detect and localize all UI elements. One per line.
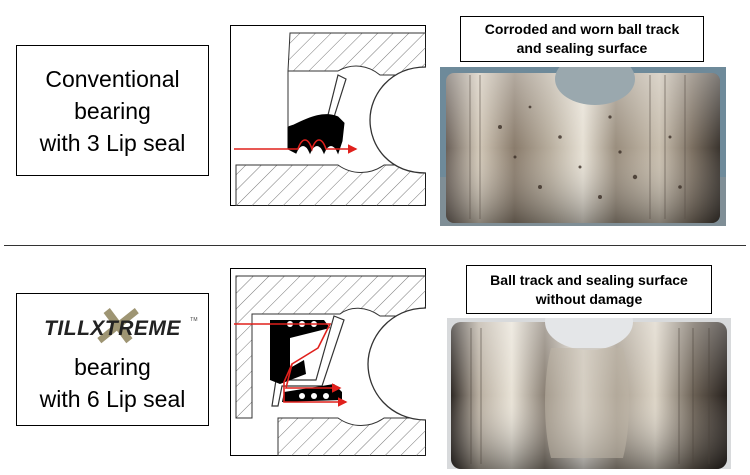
section-divider xyxy=(4,245,746,246)
damaged-caption: Corroded and worn ball track and sealing… xyxy=(460,16,704,62)
inner-ring xyxy=(277,417,426,456)
ball xyxy=(367,307,426,421)
label-line: with 6 Lip seal xyxy=(39,385,186,412)
ball xyxy=(369,66,426,174)
undamaged-caption: Ball track and sealing surface without d… xyxy=(466,265,712,314)
six-lip-seal-diagram xyxy=(230,268,426,456)
inner-ring xyxy=(235,164,426,206)
logo-trademark: TM xyxy=(190,316,198,323)
corroded-bearing-photo xyxy=(440,67,726,226)
logo-text: TILLXTREME xyxy=(44,316,181,340)
label-line: with 3 Lip seal xyxy=(39,129,186,156)
six-lip-seal-upper xyxy=(270,320,330,384)
three-lip-seal-diagram xyxy=(230,25,426,206)
outer-ring xyxy=(235,275,426,419)
conventional-bearing-label: Conventional bearing with 3 Lip seal xyxy=(16,45,209,176)
red-flow-arrow-icon xyxy=(234,139,358,154)
label-line: bearing xyxy=(74,353,151,380)
label-line: Conventional xyxy=(45,65,180,92)
undamaged-bearing-photo xyxy=(447,318,731,469)
tillxtreme-bearing-label: ✕ TILLXTREME TM bearing with 6 Lip seal xyxy=(16,293,209,426)
three-lip-seal xyxy=(287,114,345,155)
tillxtreme-logo: ✕ TILLXTREME TM xyxy=(28,298,198,355)
seal-shield xyxy=(271,315,345,407)
red-flow-arrow-icon xyxy=(234,323,342,393)
label-line: bearing xyxy=(74,97,151,124)
